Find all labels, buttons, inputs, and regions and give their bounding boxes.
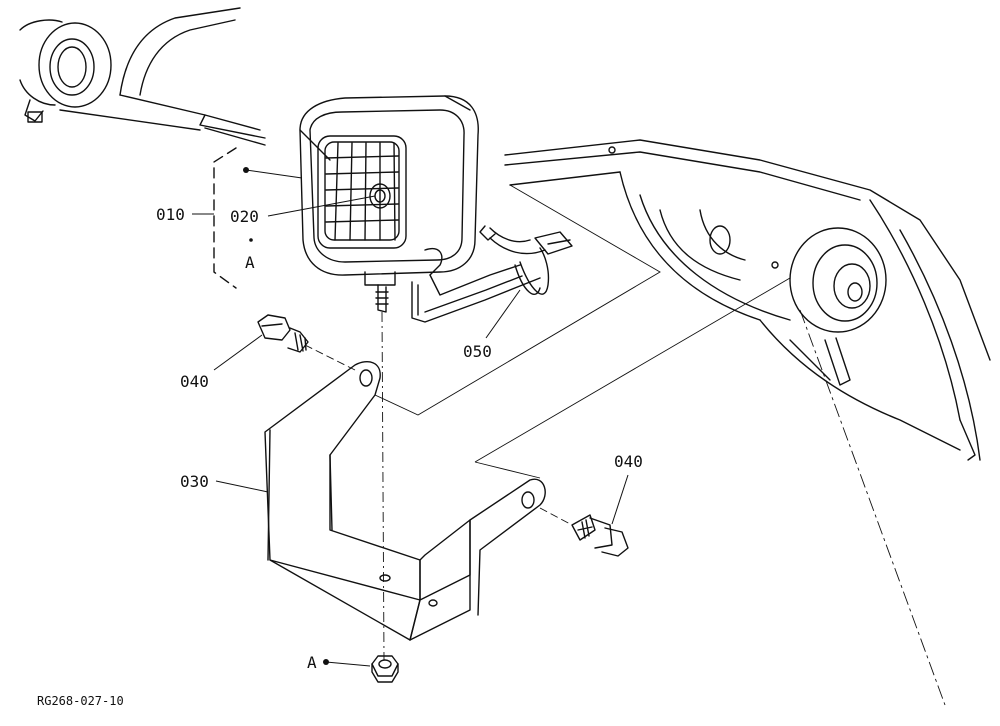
drawing-code: RG268-027-10 bbox=[37, 694, 124, 708]
leader-040-right bbox=[611, 474, 629, 525]
machine-upper-left bbox=[19, 7, 266, 146]
callout-040-left: 040 bbox=[180, 372, 209, 391]
lens-020 bbox=[317, 135, 407, 249]
callout-010: 010 bbox=[156, 205, 185, 224]
work-light-010 bbox=[299, 95, 479, 313]
centerline-stud bbox=[381, 311, 385, 661]
bolt-040-right bbox=[571, 514, 629, 557]
phantom-line-upper bbox=[374, 184, 661, 416]
leader-020 bbox=[267, 195, 376, 217]
phantom-line-diagonal bbox=[799, 309, 946, 706]
bracket-030 bbox=[264, 361, 546, 641]
centerline-bolt-left bbox=[304, 344, 356, 371]
leader-010-dot-mark bbox=[243, 167, 249, 173]
harness-050 bbox=[411, 225, 573, 323]
callout-050: 050 bbox=[463, 342, 492, 361]
group-bracket-010 bbox=[213, 147, 237, 289]
nut-a bbox=[371, 655, 399, 683]
callout-020: 020 bbox=[230, 207, 259, 226]
callout-ref-a-lower: A bbox=[307, 653, 317, 672]
callout-ref-a-upper: A bbox=[245, 253, 255, 272]
leader-a-lower bbox=[325, 661, 371, 667]
callout-040-right: 040 bbox=[614, 452, 643, 471]
phantom-line-lower bbox=[474, 277, 791, 479]
centerline-bolt-right bbox=[539, 507, 573, 526]
callout-030: 030 bbox=[180, 472, 209, 491]
leader-a-lower-dot bbox=[323, 659, 329, 665]
leader-010-dot bbox=[245, 169, 303, 179]
leader-040-left bbox=[213, 334, 263, 371]
leader-050 bbox=[485, 289, 521, 339]
leader-a-upper-dot bbox=[249, 238, 253, 242]
leader-030 bbox=[215, 480, 269, 493]
bolt-040-left bbox=[257, 314, 309, 353]
machine-right-boom bbox=[504, 139, 991, 461]
